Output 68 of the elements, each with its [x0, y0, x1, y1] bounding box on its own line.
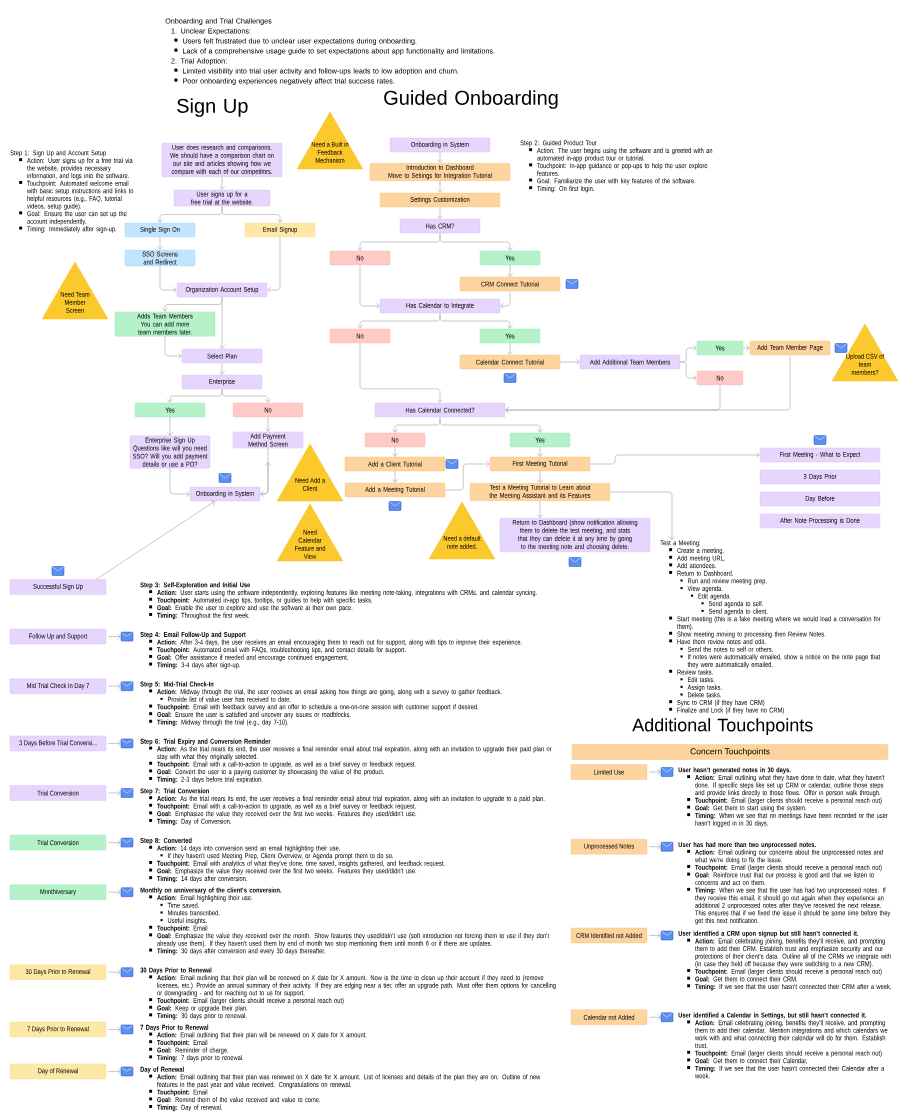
arrow	[156, 236, 164, 250]
arrow	[359, 264, 380, 310]
arrow	[159, 265, 177, 294]
arrow	[444, 460, 490, 491]
envelope-icon	[120, 1024, 134, 1035]
arrow	[436, 206, 444, 219]
arrow	[536, 500, 544, 518]
envelope-icon	[660, 767, 674, 777]
section-title: Sign Up	[177, 98, 248, 117]
envelope-icon	[660, 930, 674, 941]
arrow	[267, 236, 281, 294]
arrow	[536, 446, 544, 457]
arrow	[436, 151, 444, 163]
arrow	[500, 290, 511, 310]
envelope-icon	[120, 681, 134, 691]
arrow	[221, 388, 272, 403]
arrow	[439, 416, 544, 433]
arrow	[218, 362, 226, 375]
arrow	[107, 969, 121, 976]
envelope-icon	[120, 788, 134, 798]
arrow	[218, 176, 226, 190]
arrow	[648, 1014, 661, 1021]
arrow	[107, 740, 121, 747]
arrow	[107, 889, 121, 896]
arrow	[505, 354, 791, 414]
arrow	[679, 361, 697, 382]
arrow	[259, 462, 272, 495]
arrow	[166, 416, 174, 436]
header-bar: Concern Touchpoints	[571, 744, 889, 760]
arrow	[506, 264, 514, 277]
arrow	[107, 839, 121, 846]
arrow	[439, 232, 514, 251]
arrow	[391, 470, 399, 483]
arrow	[742, 344, 750, 352]
arrow	[107, 683, 121, 690]
envelope-icon	[120, 967, 134, 977]
arrow	[221, 206, 284, 223]
arrow	[648, 932, 661, 939]
arrow	[648, 843, 661, 850]
arrow	[218, 296, 226, 349]
arrow	[391, 446, 399, 457]
arrow	[260, 448, 269, 498]
arrow	[107, 789, 121, 797]
arrow	[589, 451, 760, 465]
envelope-icon	[120, 1066, 134, 1077]
arrow	[107, 1026, 121, 1033]
section-title: Additional Touchpoints	[632, 718, 813, 735]
arrow	[95, 500, 215, 580]
arrow	[359, 342, 444, 403]
arrow	[648, 768, 661, 776]
arrow	[439, 312, 514, 329]
envelope-icon	[660, 841, 674, 852]
envelope-icon	[120, 837, 134, 848]
arrow	[536, 470, 544, 483]
envelope-icon	[120, 887, 134, 897]
arrow	[107, 633, 121, 640]
envelope-icon	[120, 738, 134, 749]
envelope-icon	[120, 631, 134, 642]
section-title: Guided Onboarding	[384, 90, 558, 109]
arrow	[436, 180, 444, 193]
arrow	[609, 491, 676, 540]
arrow	[107, 1068, 121, 1075]
arrow	[169, 468, 190, 498]
envelope-icon	[660, 1012, 674, 1022]
arrow	[559, 358, 580, 366]
arrow	[506, 342, 514, 355]
arrow	[264, 416, 272, 432]
arrow	[164, 336, 182, 360]
